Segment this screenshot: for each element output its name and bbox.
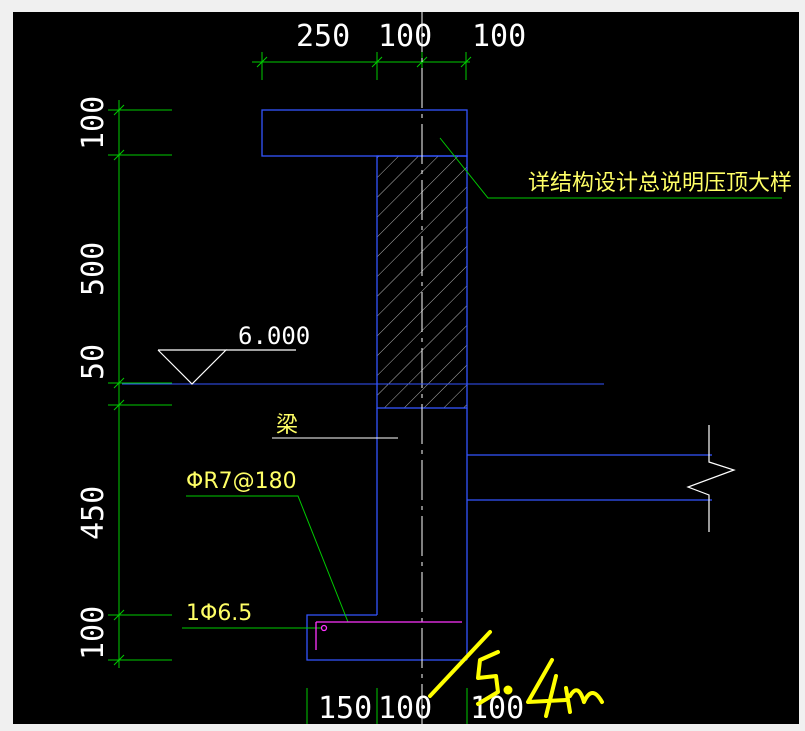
break-line-symbol [686,425,736,532]
dim-top-100-b: 100 [472,19,526,54]
longitudinal-bar-note: 1Φ6.5 [186,601,252,626]
dim-left-450: 450 [76,486,111,540]
elevation-value: 6.000 [238,322,310,350]
dim-left-100-bottom: 100 [76,606,111,660]
bottom-dimension-chain [306,688,468,724]
dim-left-100-top: 100 [76,96,111,150]
elevation-marker [157,349,296,385]
window-edge-left [0,0,13,731]
window-edge-right [799,0,805,731]
beam-outline[interactable] [306,408,468,661]
stirrup-leader [186,495,349,623]
beam-label: 梁 [276,413,298,438]
parapet-cap[interactable] [261,109,468,157]
dim-bottom-100-a: 100 [378,691,432,726]
dim-bottom-150: 150 [318,691,372,726]
dim-left-500: 500 [76,242,111,296]
window-edge-bottom [0,724,805,731]
handwritten-annotation [428,630,604,718]
top-dimension-chain [252,52,472,80]
cap-note-leader [439,137,782,199]
dim-top-100-a: 100 [378,19,432,54]
dim-bottom-100-b: 100 [470,691,524,726]
window-edge-top [0,0,805,12]
floor-slab[interactable] [467,454,712,501]
parapet-cap-note: 详结构设计总说明压顶大样 [528,171,792,196]
rebar-stirrup[interactable] [315,621,462,650]
stirrup-note: ΦR7@180 [186,469,297,494]
dim-top-250: 250 [296,19,350,54]
dim-left-50: 50 [76,344,111,380]
left-dimension-chain [108,100,172,668]
